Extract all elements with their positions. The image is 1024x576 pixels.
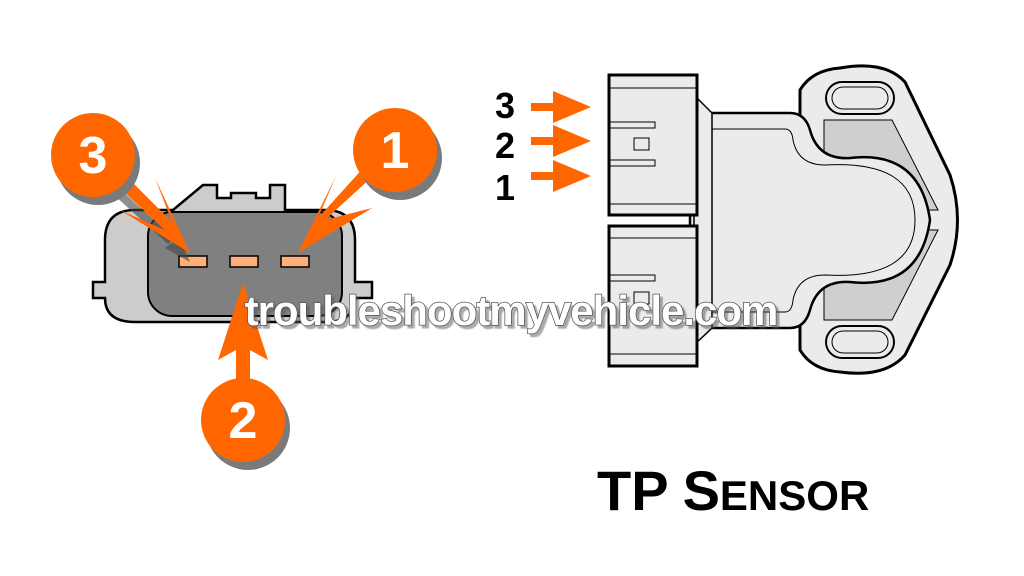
callout-pin-3: 3	[51, 113, 190, 262]
callout-circle	[51, 113, 135, 197]
callout-circle	[353, 108, 437, 192]
title-tp: TP	[597, 459, 669, 522]
sensor-pin-label-3: 3	[495, 85, 515, 126]
pin-2-terminal	[229, 255, 259, 268]
watermark: troubleshootmyvehicle.com	[245, 287, 778, 334]
title-s: S	[683, 459, 720, 522]
arrow-right-icon	[531, 125, 591, 157]
mount-slot-bottom	[825, 325, 895, 359]
upper-latch-rail	[609, 121, 656, 129]
mount-slot-top	[825, 81, 895, 115]
callout-pin-2: 2	[201, 283, 290, 470]
mount-slot-top-inner	[831, 86, 889, 110]
callout-label: 3	[79, 127, 108, 185]
lower-latch-rail	[609, 274, 656, 282]
title-ensor: ENSOR	[720, 472, 869, 519]
callout-arrow-1	[298, 155, 385, 253]
sensor-pin-indicators: 3 2 1	[495, 85, 591, 208]
upper-latch-window	[633, 137, 650, 151]
pin-1-terminal	[280, 255, 310, 268]
arrow-right-icon	[531, 91, 591, 123]
callout-arrow-2	[218, 283, 268, 390]
arrow-right-icon	[531, 160, 591, 192]
pin-3-terminal	[178, 255, 208, 268]
mount-slot-bottom-inner	[831, 330, 889, 354]
callout-label: 2	[229, 392, 258, 450]
sensor-connector-lower	[607, 224, 699, 368]
callout-arrow-3-shadow	[104, 180, 190, 262]
tp-sensor	[607, 64, 959, 375]
callout-label: 1	[381, 122, 410, 180]
sensor-body	[688, 111, 932, 330]
sensor-body-inner	[710, 128, 916, 313]
callout-pin-1: 1	[298, 108, 442, 253]
sensor-connector-upper	[607, 73, 699, 217]
upper-latch-rail	[609, 159, 656, 167]
lower-latch-window	[633, 291, 650, 305]
sensor-pin-label-1: 1	[495, 167, 515, 208]
callout-circle	[201, 378, 285, 462]
sensor-pin-label-2: 2	[495, 125, 515, 166]
